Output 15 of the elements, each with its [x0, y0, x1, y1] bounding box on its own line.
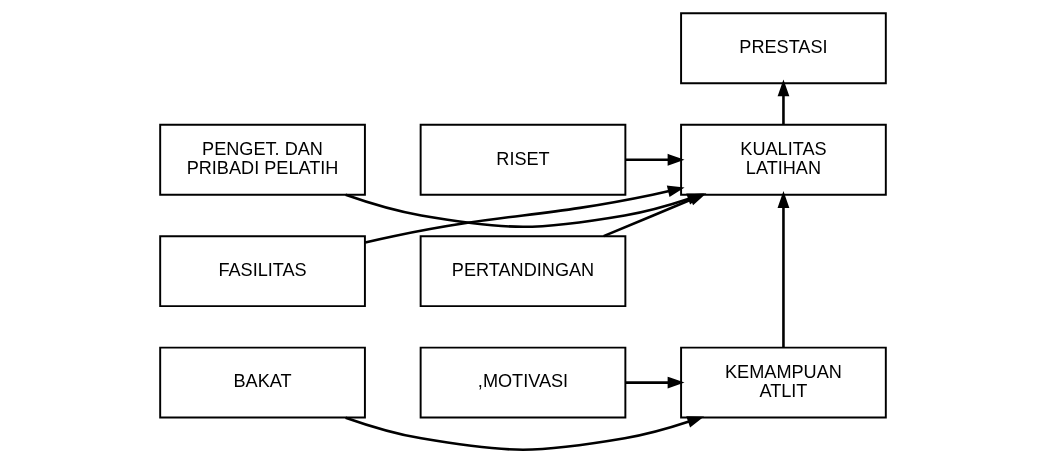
node-box: KUALITAS LATIHAN [680, 123, 887, 196]
node-box: ,MOTIVASI [419, 346, 627, 419]
node-box: KEMAMPUAN ATLIT [680, 346, 887, 419]
arrow [345, 416, 705, 451]
node-box: PRESTASI [680, 12, 887, 85]
arrow [364, 185, 685, 244]
node-box: FASILITAS [159, 235, 366, 308]
arrow [777, 191, 790, 348]
node-box: BAKAT [159, 346, 366, 419]
node-box: PERTANDINGAN [419, 235, 627, 308]
node-box: RISET [419, 123, 627, 196]
arrow [777, 79, 790, 125]
arrow [625, 153, 685, 166]
arrow [625, 376, 685, 389]
node-box: PENGET. DAN PRIBADI PELATIH [159, 123, 366, 196]
